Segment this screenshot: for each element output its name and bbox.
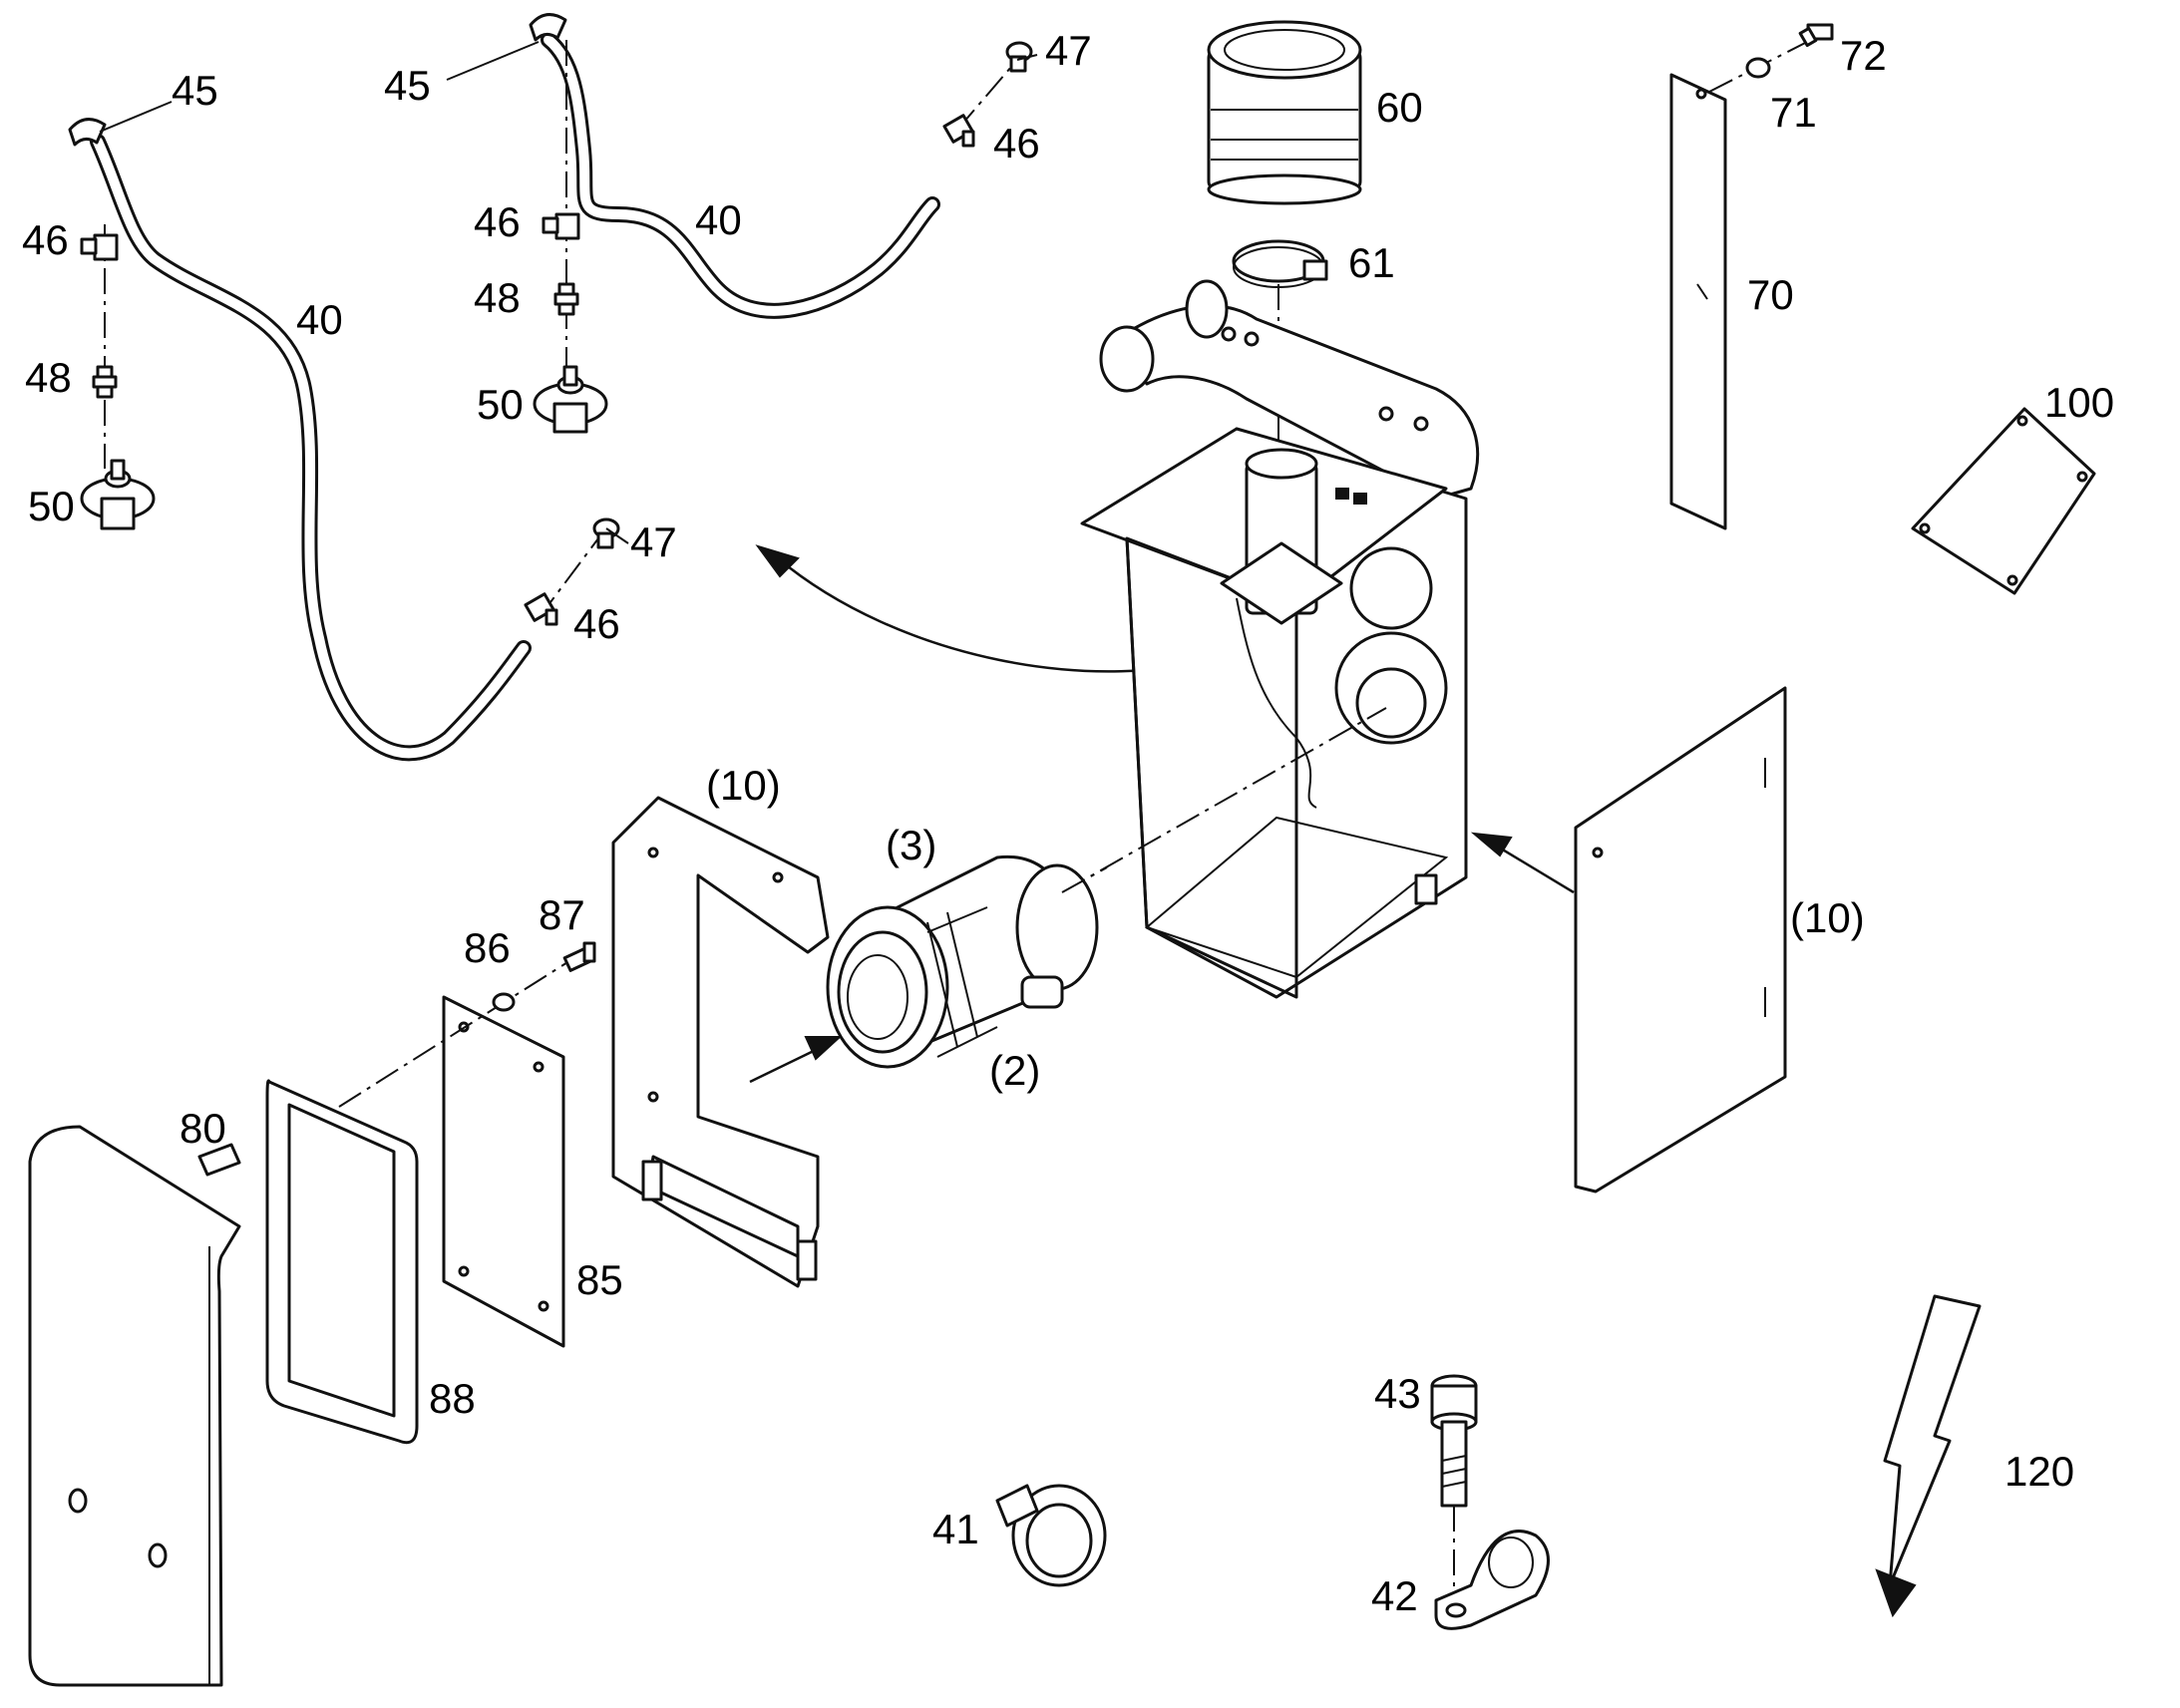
hose-clamp-61 xyxy=(1232,239,1328,288)
sensor-50 xyxy=(80,459,156,530)
callout-46: 46 xyxy=(573,600,620,647)
sensor-50-upper xyxy=(533,365,608,434)
callout-71: 71 xyxy=(1770,89,1817,136)
callout-47: 47 xyxy=(1045,27,1092,74)
hose-assembly-left xyxy=(68,118,620,762)
intake-duct xyxy=(1099,279,1479,501)
connector-48-upper xyxy=(553,282,579,316)
callout-45: 45 xyxy=(384,62,431,109)
callout-45: 45 xyxy=(172,67,218,114)
tee-fitting-46-upper xyxy=(542,212,580,240)
callout-120: 120 xyxy=(2004,1448,2074,1495)
callout-72: 72 xyxy=(1840,32,1887,79)
callout-61: 61 xyxy=(1348,239,1395,286)
callout-87: 87 xyxy=(539,891,585,938)
callout-48: 48 xyxy=(474,274,521,321)
cap-screw-43 xyxy=(1430,1374,1478,1508)
callout-50: 50 xyxy=(28,483,75,529)
hose-elbow-fitting xyxy=(68,118,107,147)
air-filter-60 xyxy=(1207,20,1362,205)
p-clip-42 xyxy=(1434,1530,1550,1630)
access-plate-85 xyxy=(442,995,565,1348)
callout-41: 41 xyxy=(932,1506,979,1552)
callout-70: 70 xyxy=(1747,271,1794,318)
bolt-72 xyxy=(1798,23,1834,48)
callout-40: 40 xyxy=(695,196,742,243)
main-housing xyxy=(1080,427,1468,999)
washer-86 xyxy=(492,992,516,1012)
callout-88: 88 xyxy=(429,1375,476,1422)
gasket-88 xyxy=(265,1079,419,1445)
callout-85: 85 xyxy=(576,1256,623,1303)
key-80 xyxy=(197,1143,241,1177)
callout-10-panel: (10) xyxy=(1790,894,1865,941)
filter-element xyxy=(826,854,1099,1069)
right-side-panel xyxy=(1574,686,1787,1194)
callout-47: 47 xyxy=(630,518,677,565)
arrow-to-filter xyxy=(749,1036,843,1084)
leader-lines xyxy=(99,41,1038,544)
callout-43: 43 xyxy=(1374,1370,1421,1417)
screw-87 xyxy=(562,941,596,972)
door-panel xyxy=(28,1125,241,1687)
callout-100: 100 xyxy=(2044,379,2114,426)
lightning-bolt-icon xyxy=(1875,1294,1982,1618)
hose-assembly-upper xyxy=(529,13,1033,434)
valve-46-upper-right xyxy=(942,114,975,148)
callout-2: (2) xyxy=(989,1047,1040,1094)
callout-46: 46 xyxy=(22,216,69,263)
callout-10-bracket: (10) xyxy=(706,762,781,809)
callout-50: 50 xyxy=(477,381,524,428)
washer-71 xyxy=(1745,57,1771,79)
hose-elbow-fitting-upper xyxy=(529,13,567,42)
callout-60: 60 xyxy=(1376,84,1423,131)
callout-80: 80 xyxy=(180,1105,226,1152)
connector-48 xyxy=(92,365,118,399)
callout-46: 46 xyxy=(993,120,1040,167)
callout-40: 40 xyxy=(296,296,343,343)
cap-47-upper xyxy=(1005,41,1033,73)
callout-86: 86 xyxy=(464,924,511,971)
cover-plate-100 xyxy=(1911,407,2096,595)
callout-48: 48 xyxy=(25,354,72,401)
callout-42: 42 xyxy=(1371,1572,1418,1619)
bracket-frame xyxy=(611,796,830,1288)
hose-clamp-41 xyxy=(995,1484,1107,1587)
arrow-to-housing-right xyxy=(1470,832,1575,894)
callout-labels: 45 45 47 47 46 46 46 46 40 40 48 48 50 5… xyxy=(22,27,2114,1619)
callout-3: (3) xyxy=(886,822,936,868)
valve-46-lower xyxy=(524,592,558,626)
tee-fitting-46 xyxy=(80,233,119,261)
side-panel-70 xyxy=(1669,73,1727,530)
callout-46: 46 xyxy=(474,198,521,245)
